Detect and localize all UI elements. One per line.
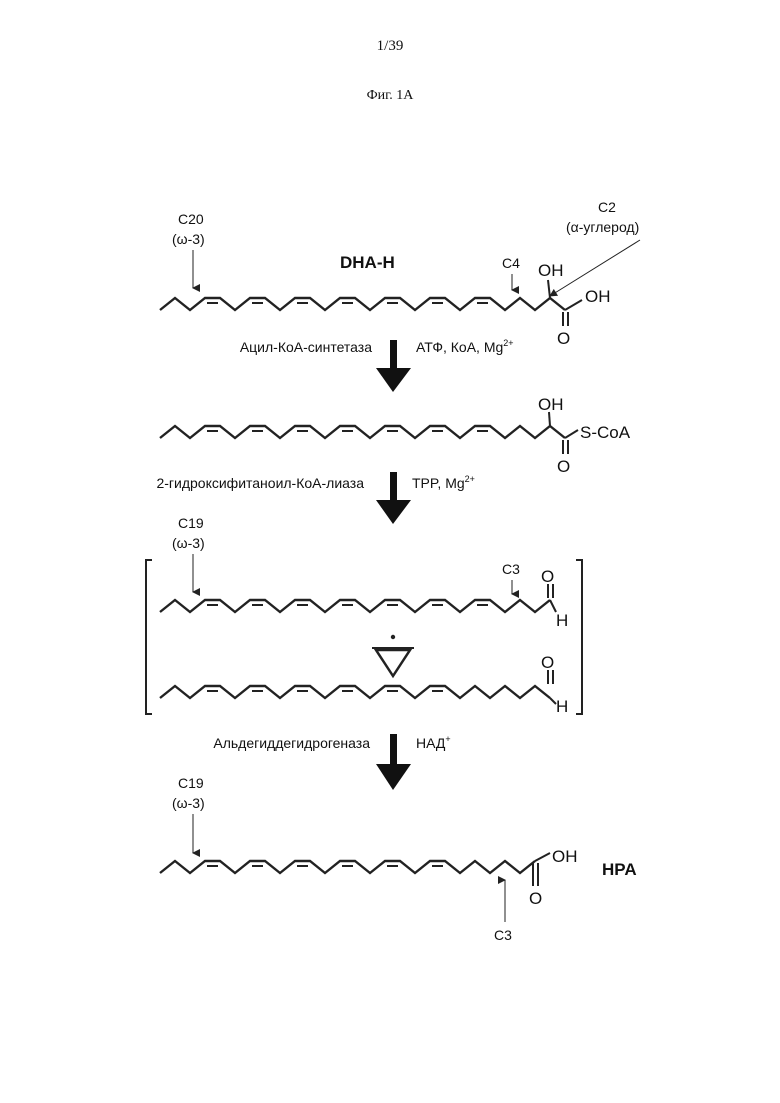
c3-label: C3 xyxy=(502,561,520,577)
hpa-name: HPA xyxy=(602,860,637,879)
oh-bond xyxy=(565,300,582,310)
acyl-coa-o-bottom: O xyxy=(557,457,570,476)
isomerization-symbol xyxy=(372,635,414,676)
c4-label: C4 xyxy=(502,255,520,271)
omega3-label: (ω-3) xyxy=(172,535,205,551)
aldehyde-a-o: O xyxy=(541,567,554,586)
step3-cofactors: НАД+ xyxy=(416,734,451,751)
enzyme-aldehyde-dehydrogenase: Альдегиддегидрогеназа xyxy=(213,735,370,751)
oh-bond xyxy=(549,412,550,426)
right-bracket xyxy=(576,560,582,714)
molecule-dha-h: C20 (ω-3) DHA-H C4 C2 (α-углерод) OH OH … xyxy=(160,199,640,348)
step3-arrow-shaft xyxy=(390,734,397,766)
step1-charge: 2+ xyxy=(503,338,513,348)
dha-h-carbon-chain xyxy=(160,298,565,310)
aldehyde-b-carbon-chain xyxy=(160,686,550,698)
acyl-coa-s-coa: S-CoA xyxy=(580,423,631,442)
step2-cofactors: TPP, Mg2+ xyxy=(412,474,475,491)
omega3-label: (ω-3) xyxy=(172,795,205,811)
aldehyde-a-h: H xyxy=(556,611,568,630)
acyl-coa-oh-top: OH xyxy=(538,395,564,414)
molecule-hpa: C19 (ω-3) OH O HPA C3 xyxy=(160,775,637,943)
dha-h-o-bottom: O xyxy=(557,329,570,348)
step2-arrow-shaft xyxy=(390,472,397,502)
step1-arrow-head xyxy=(376,368,411,392)
reaction-step-3: Альдегиддегидрогеназа НАД+ xyxy=(213,734,450,790)
dha-h-oh-top: OH xyxy=(538,261,564,280)
c20-label: C20 xyxy=(178,211,204,227)
step1-cofactors-text: АТФ, КоА, Mg xyxy=(416,339,503,355)
step1-cofactors: АТФ, КоА, Mg2+ xyxy=(416,338,514,355)
step1-arrow-shaft xyxy=(390,340,397,370)
aldehyde-b-h: H xyxy=(556,697,568,716)
enzyme-hydroxyphytanoyl-coa-lyase: 2-гидроксифитаноил-КоА-лиаза xyxy=(156,475,364,491)
oh-bond xyxy=(535,853,550,861)
dha-h-oh-right: OH xyxy=(585,287,611,306)
step2-arrow-head xyxy=(376,500,411,524)
molecule-acyl-coa: OH S-CoA O xyxy=(160,395,631,476)
step2-cofactors-text: TPP, Mg xyxy=(412,475,465,491)
oh-bond xyxy=(548,280,550,298)
dha-h-name: DHA-H xyxy=(340,253,395,272)
acyl-coa-carbon-chain xyxy=(160,426,565,438)
c2-label: C2 xyxy=(598,199,616,215)
molecule-aldehyde-a: C19 (ω-3) C3 O H xyxy=(160,515,568,630)
aldehyde-bracket-group: C19 (ω-3) C3 O H xyxy=(146,515,582,716)
reaction-step-2: 2-гидроксифитаноил-КоА-лиаза TPP, Mg2+ xyxy=(156,472,474,524)
step2-charge: 2+ xyxy=(465,474,475,484)
left-bracket xyxy=(146,560,152,714)
step3-cofactors-text: НАД xyxy=(416,735,446,751)
hpa-o-bottom: O xyxy=(529,889,542,908)
thioester-bond xyxy=(565,430,578,438)
equilibrium-dot xyxy=(391,635,395,639)
alpha-carbon-label: (α-углерод) xyxy=(566,219,639,235)
hpa-oh: OH xyxy=(552,847,578,866)
equilibrium-triangle xyxy=(376,650,410,676)
c19-label: C19 xyxy=(178,775,204,791)
aldehyde-b-o: O xyxy=(541,653,554,672)
step3-arrow-head xyxy=(376,764,411,790)
c3-label: C3 xyxy=(494,927,512,943)
step3-charge: + xyxy=(445,734,450,744)
molecule-aldehyde-b: O H xyxy=(160,653,568,716)
aldehyde-a-carbon-chain xyxy=(160,600,550,612)
c19-label: C19 xyxy=(178,515,204,531)
omega3-label: (ω-3) xyxy=(172,231,205,247)
enzyme-acyl-coa-synthetase: Ацил-КоА-синтетаза xyxy=(240,339,372,355)
reaction-step-1: Ацил-КоА-синтетаза АТФ, КоА, Mg2+ xyxy=(240,338,514,392)
